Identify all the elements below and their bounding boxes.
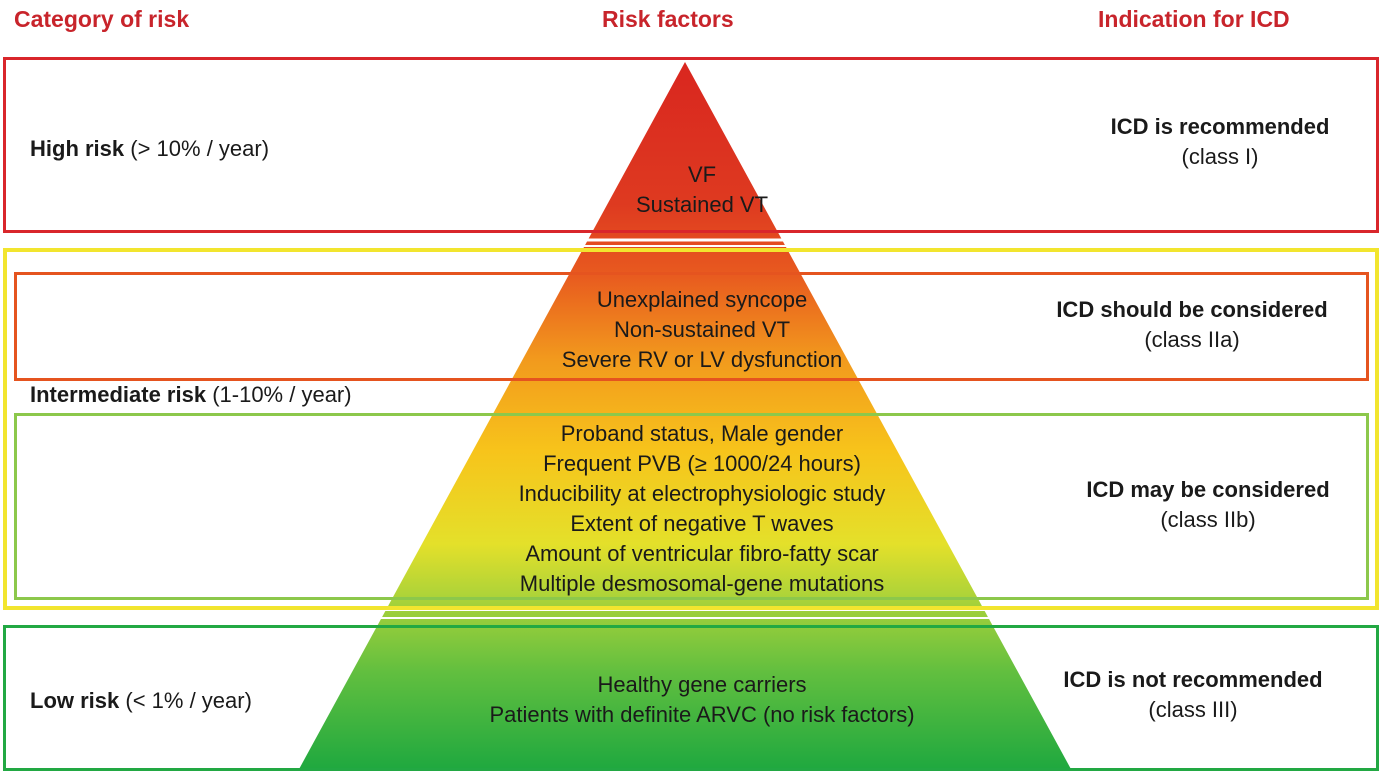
risk-factor-item: Sustained VT	[635, 192, 769, 217]
risk-factors-low: Healthy gene carriers Patients with defi…	[342, 670, 1062, 730]
high-risk-label: High risk (> 10% / year)	[30, 136, 269, 162]
indication-text: ICD is recommended	[1110, 114, 1330, 139]
risk-factor-item: Frequent PVB (≥ 1000/24 hours)	[543, 451, 861, 476]
low-risk-range: (< 1% / year)	[125, 688, 252, 713]
indication-class-iia: ICD should be considered (class IIa)	[1012, 295, 1372, 355]
intermediate-risk-label: Intermediate risk (1-10% / year)	[30, 382, 352, 408]
risk-factor-item: Inducibility at electrophysiologic study	[518, 481, 886, 506]
indication-class-iib: ICD may be considered (class IIb)	[1028, 475, 1384, 535]
risk-factor-item: Non-sustained VT	[613, 317, 791, 342]
risk-factor-item: Severe RV or LV dysfunction	[561, 347, 843, 372]
risk-factors-iib: Proband status, Male gender Frequent PVB…	[342, 419, 1062, 599]
high-risk-box	[3, 57, 1379, 233]
risk-factor-item: Unexplained syncope	[596, 287, 808, 312]
risk-factor-item: Amount of ventricular fibro-fatty scar	[525, 541, 879, 566]
indication-class: (class IIb)	[1160, 507, 1256, 532]
low-risk-label: Low risk (< 1% / year)	[30, 688, 252, 714]
indication-class: (class I)	[1181, 144, 1259, 169]
low-risk-title: Low risk	[30, 688, 120, 713]
class-iib-box	[14, 413, 1369, 600]
high-risk-title: High risk	[30, 136, 125, 161]
category-header: Category of risk	[14, 6, 190, 32]
risk-factor-item: Extent of negative T waves	[570, 511, 834, 536]
indication-class-iii: ICD is not recommended (class III)	[1013, 665, 1373, 725]
indication-class-i: ICD is recommended (class I)	[1040, 112, 1384, 172]
high-risk-range: (> 10% / year)	[130, 136, 270, 161]
intermediate-risk-title: Intermediate risk	[30, 382, 207, 407]
risk-factors-iia: Unexplained syncope Non-sustained VT Sev…	[342, 285, 1062, 375]
risk-factor-item: VF	[687, 162, 717, 187]
indication-text: ICD should be considered	[1056, 297, 1328, 322]
risk-factors-header: Risk factors	[602, 6, 734, 32]
pyramid-shape	[298, 62, 1072, 771]
risk-factor-item: Patients with definite ARVC (no risk fac…	[489, 702, 915, 727]
indication-header: Indication for ICD	[1098, 6, 1290, 32]
class-iia-box	[14, 272, 1369, 381]
intermediate-risk-range: (1-10% / year)	[212, 382, 352, 407]
risk-factor-item: Multiple desmosomal-gene mutations	[519, 571, 885, 596]
indication-text: ICD is not recommended	[1063, 667, 1323, 692]
indication-class: (class III)	[1148, 697, 1238, 722]
indication-class: (class IIa)	[1144, 327, 1240, 352]
risk-factor-item: Proband status, Male gender	[560, 421, 844, 446]
intermediate-risk-box	[3, 248, 1379, 610]
low-risk-box	[3, 625, 1379, 771]
indication-text: ICD may be considered	[1086, 477, 1330, 502]
risk-factor-item: Healthy gene carriers	[597, 672, 807, 697]
risk-factors-high: VF Sustained VT	[342, 160, 1062, 220]
